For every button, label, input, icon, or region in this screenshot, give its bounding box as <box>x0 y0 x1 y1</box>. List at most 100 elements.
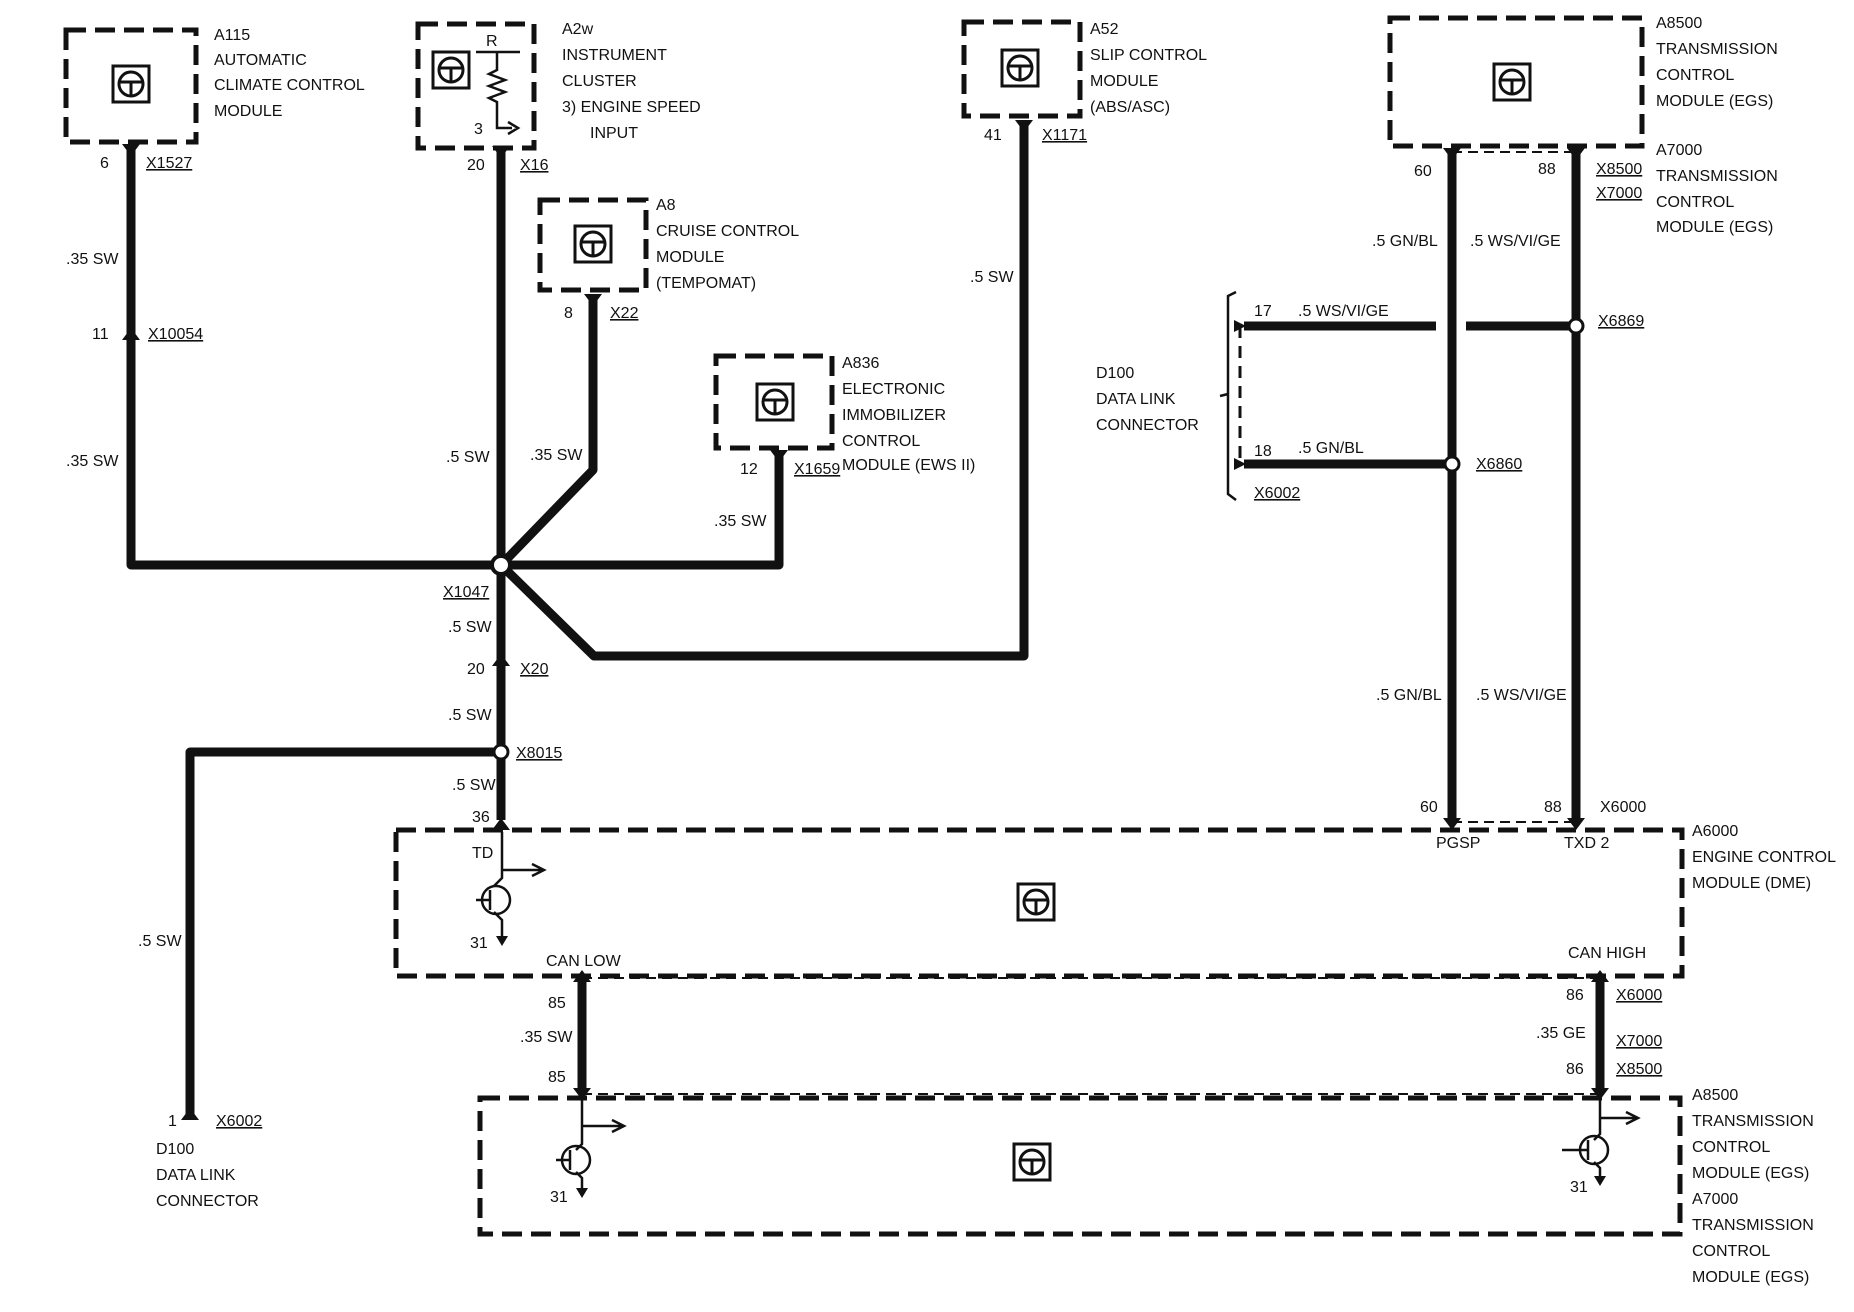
pin-60-bottom: 60 <box>1420 799 1438 816</box>
pin-18: 18 <box>1254 443 1272 460</box>
a2w-id: A2w <box>562 21 594 38</box>
a7000-bot-line-2: CONTROL <box>1692 1243 1770 1260</box>
a2w-line-3: 3) ENGINE SPEED <box>562 99 701 116</box>
transistor-symbol <box>1562 1098 1641 1186</box>
connector-x6000-bottom: X6000 <box>1616 987 1662 1004</box>
splice-x6869 <box>1567 317 1585 335</box>
wire-a8 <box>497 300 598 569</box>
a52-line-1: SLIP CONTROL <box>1090 47 1207 64</box>
a8500-top-line-1: TRANSMISSION <box>1656 41 1778 58</box>
a7000-top-line-2: CONTROL <box>1656 194 1734 211</box>
d100-bot-line-1: DATA LINK <box>156 1167 236 1184</box>
a2w-resistor-symbol <box>476 50 521 136</box>
pin-8: 8 <box>564 305 573 322</box>
d100-top-line-1: DATA LINK <box>1096 391 1176 408</box>
connector-x20: X20 <box>520 661 549 678</box>
connector-x6869: X6869 <box>1598 313 1644 330</box>
a7000-bot-line-1: TRANSMISSION <box>1692 1217 1814 1234</box>
a115-id: A115 <box>214 27 250 44</box>
a8500-bot-line-1: TRANSMISSION <box>1692 1113 1814 1130</box>
module-a8: A8 CRUISE CONTROL MODULE (TEMPOMAT) <box>537 197 799 293</box>
splice-x8015 <box>492 743 510 761</box>
connector-x8500-bottom: X8500 <box>1616 1061 1662 1078</box>
wire-label-9: .5 WS/VI/GE <box>1298 303 1389 320</box>
wire-label-17: .35 SW <box>520 1029 573 1046</box>
splice-x1047 <box>490 554 512 576</box>
a115-line-1: AUTOMATIC <box>214 52 307 69</box>
d100-bot-line-2: CONNECTOR <box>156 1193 259 1210</box>
d100-top-line-2: CONNECTOR <box>1096 417 1199 434</box>
wire-labels: .35 SW .35 SW .5 SW .35 SW .35 SW .5 SW … <box>66 233 1586 1046</box>
wire-label-12: .5 SW <box>448 707 492 724</box>
pin-labels: 6 20 8 41 60 88 11 12 17 18 20 36 60 88 … <box>92 127 1584 1086</box>
a52-line-2: MODULE <box>1090 73 1158 90</box>
a8-line-3: (TEMPOMAT) <box>656 275 756 292</box>
a8-id: A8 <box>656 197 676 214</box>
wire-label-3: .5 SW <box>446 449 490 466</box>
wire-label-4: .35 SW <box>530 447 583 464</box>
pin-85-top: 85 <box>548 995 566 1012</box>
module-icon <box>431 50 471 90</box>
a8-line-1: CRUISE CONTROL <box>656 223 799 240</box>
a115-line-2: CLIMATE CONTROL <box>214 77 365 94</box>
a52-line-3: (ABS/ASC) <box>1090 99 1170 116</box>
module-icon <box>755 382 795 422</box>
module-a8500-bottom: A8500 TRANSMISSION CONTROL MODULE (EGS) … <box>477 1087 1814 1286</box>
a2w-line-4: INPUT <box>590 125 638 142</box>
connector-x10054: X10054 <box>148 326 203 343</box>
module-icon <box>1000 48 1040 88</box>
can-low-label: CAN LOW <box>546 953 622 970</box>
pin-12: 12 <box>740 461 758 478</box>
a8-line-2: MODULE <box>656 249 724 266</box>
a7000-top-id: A7000 <box>1656 142 1702 159</box>
d100-bot-connector: X6002 <box>216 1113 262 1130</box>
can-high-label: CAN HIGH <box>1568 945 1646 962</box>
a7000-bot-line-3: MODULE (EGS) <box>1692 1269 1809 1286</box>
wire-label-14: .5 GN/BL <box>1376 687 1442 704</box>
connector-x6000-top: X6000 <box>1600 799 1646 816</box>
wire-label-15: .5 WS/VI/GE <box>1476 687 1567 704</box>
module-a836: A836 ELECTRONIC IMMOBILIZER CONTROL MODU… <box>713 353 975 474</box>
wire-label-2: .35 SW <box>66 453 119 470</box>
module-icon <box>1492 62 1532 102</box>
pin-86-top: 86 <box>1566 987 1584 1004</box>
a6000-line-1: ENGINE CONTROL <box>1692 849 1836 866</box>
a115-line-3: MODULE <box>214 103 282 120</box>
ground-right-label: 31 <box>1570 1179 1588 1196</box>
a2w-resistor-label: R <box>486 33 498 50</box>
a836-id: A836 <box>842 355 879 372</box>
wire-label-7: .5 GN/BL <box>1372 233 1438 250</box>
wiring <box>122 120 1609 1120</box>
pin-85-bottom: 85 <box>548 1069 566 1086</box>
wire-label-8: .5 WS/VI/GE <box>1470 233 1561 250</box>
wire-label-10: .5 GN/BL <box>1298 440 1364 457</box>
connector-d100-top: D100 DATA LINK CONNECTOR <box>1096 290 1242 501</box>
a7000-top-line-3: MODULE (EGS) <box>1656 219 1773 236</box>
module-icon <box>111 64 151 104</box>
pin-20-x16: 20 <box>467 157 485 174</box>
d100-bot-pin: 1 <box>168 1113 177 1130</box>
pin-20-x20: 20 <box>467 661 485 678</box>
connector-x6860: X6860 <box>1476 456 1522 473</box>
connector-x8015: X8015 <box>516 745 562 762</box>
a52-id: A52 <box>1090 21 1119 38</box>
wire-a836 <box>501 456 784 570</box>
connector-markers <box>122 120 1609 1120</box>
a2w-line-1: INSTRUMENT <box>562 47 667 64</box>
a2w-line-2: CLUSTER <box>562 73 637 90</box>
module-a115: A115 AUTOMATIC CLIMATE CONTROL MODULE <box>63 27 365 145</box>
a836-line-1: ELECTRONIC <box>842 381 945 398</box>
connector-x7000-bottom: X7000 <box>1616 1033 1662 1050</box>
connector-x8500-top: X8500 <box>1596 161 1642 178</box>
module-a52: A52 SLIP CONTROL MODULE (ABS/ASC) <box>961 19 1207 119</box>
a2w-pin-3: 3 <box>474 121 483 138</box>
connector-d100-bottom: 1 X6002 D100 DATA LINK CONNECTOR <box>156 1113 262 1210</box>
wire-label-13: .5 SW <box>452 777 496 794</box>
pin-88-bottom: 88 <box>1544 799 1562 816</box>
pin-36: 36 <box>472 809 490 826</box>
transistor-symbol <box>556 1100 627 1198</box>
pin-86-bottom: 86 <box>1566 1061 1584 1078</box>
a6000-txd2-label: TXD 2 <box>1564 835 1609 852</box>
a7000-top-line-1: TRANSMISSION <box>1656 168 1778 185</box>
